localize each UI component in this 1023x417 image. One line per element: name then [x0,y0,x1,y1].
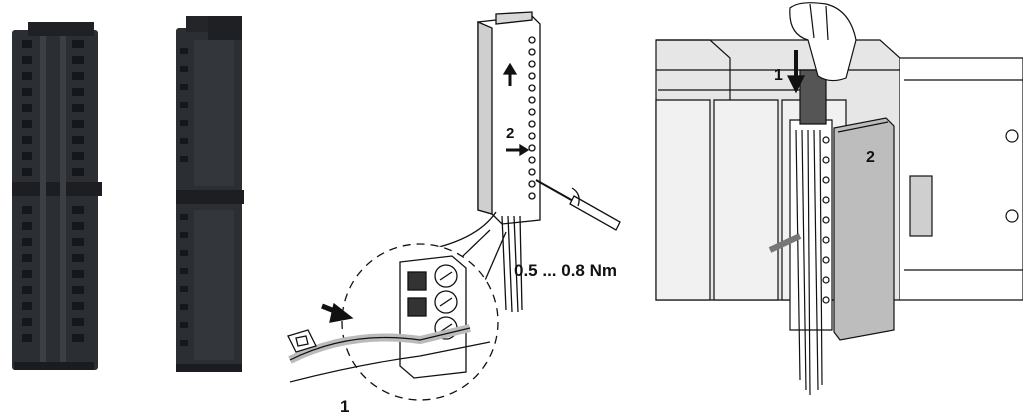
mounting-drawing-panel: 1 2 [650,0,1023,417]
mount-step-1-label: 1 [774,67,783,84]
torque-spec-label: 0.5 ... 0.8 Nm [514,261,617,280]
mount-step-2-label: 2 [866,149,875,166]
screw-terminal-connector [12,22,102,370]
closed-front-connector [176,16,244,372]
wiring-line-drawing: 2 0.5 ... 0.8 Nm 1 [287,11,621,416]
front-connector-photo [12,16,244,372]
step-1-label: 1 [340,397,349,416]
connector-photo-panel [0,0,260,417]
mounting-line-drawing: 1 2 [655,2,1023,396]
step-2-label: 2 [506,125,514,142]
wiring-drawing-panel: 2 0.5 ... 0.8 Nm 1 [270,0,650,417]
